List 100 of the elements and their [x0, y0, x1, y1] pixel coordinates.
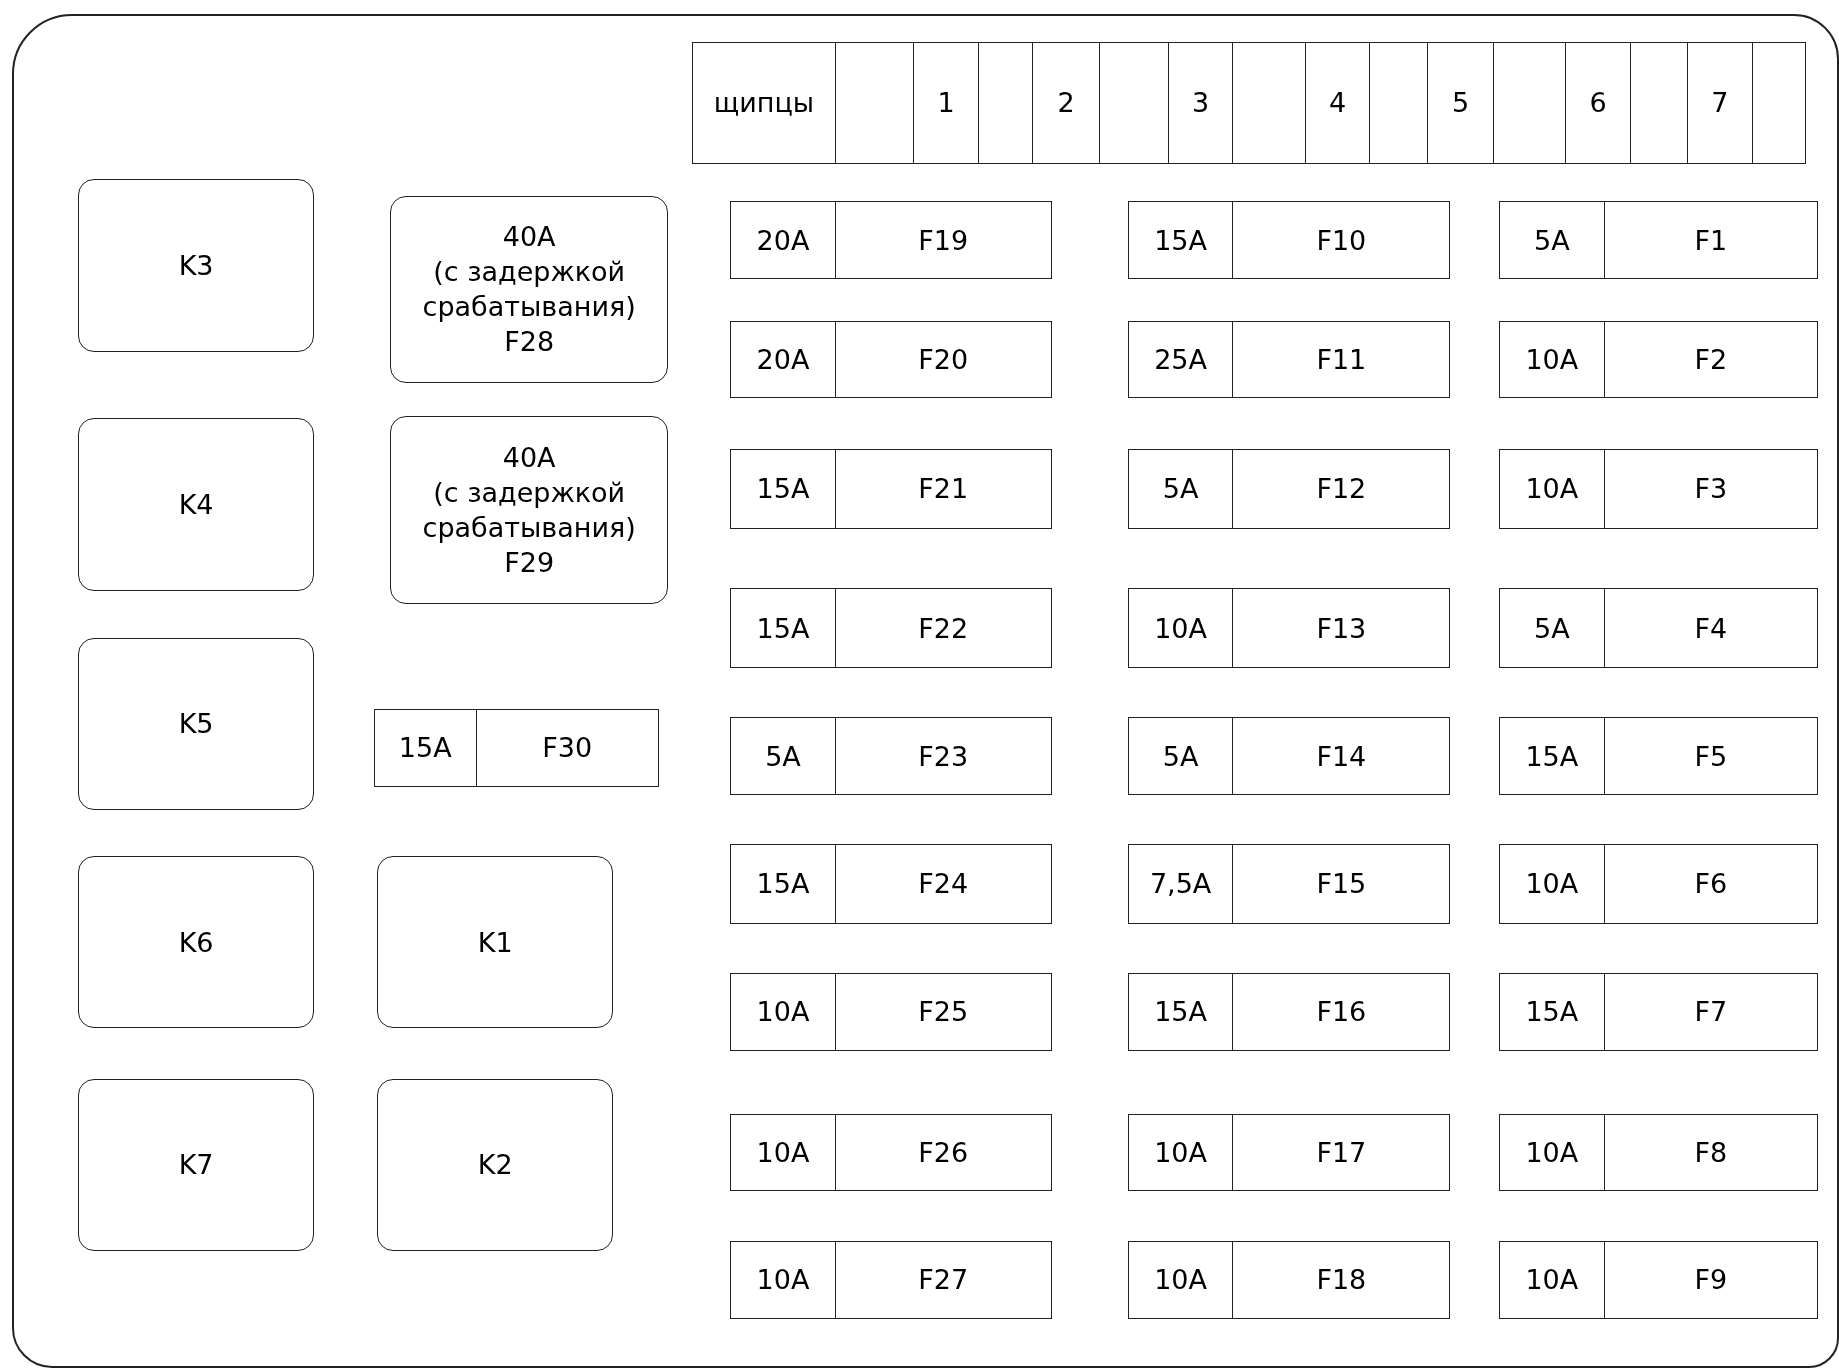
slot-number-cell: 2 — [1032, 42, 1099, 163]
relay-socket — [78, 855, 314, 1029]
current-rating: 15A — [1128, 974, 1234, 1050]
fuse-label: F26 — [917, 1136, 970, 1171]
fuse-slot — [1127, 844, 1451, 924]
fuse-slot — [1498, 321, 1818, 399]
fuse-label: F4 — [1693, 611, 1729, 646]
fuse-slot — [1127, 1240, 1451, 1320]
current-rating: 5A — [1128, 718, 1234, 794]
current-rating: 10A — [731, 1114, 836, 1191]
current-rating: 5A — [731, 718, 836, 794]
fuse-label: F16 — [1315, 995, 1368, 1030]
relay-label: K1 — [477, 926, 513, 958]
fuse-slot — [390, 416, 669, 604]
fuse-slot — [1498, 448, 1818, 529]
slot-number-cell: 1 — [912, 42, 979, 163]
relay-label: K3 — [178, 249, 214, 281]
fuse-label: F13 — [1315, 611, 1368, 646]
fuse-slot — [390, 195, 669, 384]
current-rating: 10A — [731, 1241, 836, 1319]
slot-number-cell: 3 — [1167, 42, 1233, 163]
fuse-label: F22 — [917, 611, 970, 646]
fuse-label: F21 — [917, 472, 970, 507]
fuse-label: F2 — [1693, 343, 1729, 378]
fuse-label: F27 — [917, 1263, 970, 1298]
current-rating: 15A — [731, 589, 836, 668]
fuse-note: (с задержкой срабатывания) — [421, 255, 637, 325]
current-rating: 10A — [1499, 1241, 1606, 1319]
current-rating: 10A — [1499, 322, 1606, 398]
fuse-slot — [1127, 1113, 1451, 1192]
relay-socket — [377, 1078, 613, 1252]
fuse-slot — [730, 844, 1052, 924]
current-rating: 15A — [731, 845, 836, 923]
relay-label: K6 — [178, 926, 214, 958]
fuse-label: F9 — [1693, 1263, 1729, 1298]
current-rating: 5A — [1128, 449, 1234, 528]
fuse-label: F18 — [1315, 1263, 1368, 1298]
fuse-slot — [730, 717, 1052, 795]
fuse-box-outline — [11, 13, 1839, 1368]
fuse-slot — [1498, 1113, 1818, 1192]
current-rating: 20A — [731, 322, 836, 398]
slot-number-cell: 6 — [1564, 42, 1631, 163]
current-rating: 40A — [502, 220, 556, 255]
fuse-label: F19 — [917, 223, 970, 258]
fuse-label: F1 — [1693, 223, 1729, 258]
relay-socket — [377, 855, 613, 1029]
current-rating: 10A — [1499, 845, 1606, 923]
current-rating: 10A — [1499, 449, 1606, 528]
fuse-label: F14 — [1315, 739, 1368, 774]
fuse-label: F12 — [1315, 472, 1368, 507]
fuse-slot — [730, 448, 1052, 529]
fuse-slot — [1498, 844, 1818, 924]
fuse-label: F7 — [1693, 995, 1729, 1030]
fuse-label: F20 — [917, 343, 970, 378]
current-rating: 5A — [1499, 589, 1606, 668]
fuse-slot — [730, 973, 1052, 1051]
fuse-slot — [1498, 717, 1818, 795]
current-rating: 40A — [502, 440, 556, 475]
fuse-slot — [1127, 321, 1451, 399]
relay-label: K7 — [178, 1149, 214, 1181]
fuse-slot — [730, 201, 1052, 279]
relay-socket — [78, 418, 314, 591]
current-rating: 10A — [1128, 1241, 1234, 1319]
fuse-slot — [1127, 588, 1451, 669]
fuse-label: F8 — [1693, 1136, 1729, 1171]
current-rating: 10A — [1499, 1114, 1606, 1191]
fuse-slot — [730, 588, 1052, 669]
fuse-label: F30 — [541, 731, 594, 766]
current-rating: 15A — [731, 449, 836, 528]
fuse-slot — [1498, 201, 1818, 279]
fuse-label: F11 — [1315, 343, 1368, 378]
current-rating: 7,5A — [1128, 845, 1234, 923]
current-rating: 15A — [1499, 718, 1606, 794]
fuse-slot — [373, 709, 659, 787]
fuse-label: F3 — [1693, 472, 1729, 507]
fuse-slot — [730, 321, 1052, 399]
fuse-slot — [1127, 201, 1451, 279]
slot-number-cell: 7 — [1686, 42, 1753, 163]
fuse-label: F17 — [1315, 1136, 1368, 1171]
fuse-label: F23 — [917, 739, 970, 774]
fuse-label: F24 — [917, 867, 970, 902]
current-rating: 20A — [731, 202, 836, 278]
fuse-slot — [1498, 1240, 1818, 1320]
fuse-slot — [1127, 717, 1451, 795]
fuse-slot — [1498, 973, 1818, 1051]
current-rating: 25A — [1128, 322, 1234, 398]
fuse-slot — [1127, 973, 1451, 1051]
header-cell-text: щипцы — [712, 86, 816, 121]
fuse-label: F28 — [504, 325, 555, 360]
fuse-label: F5 — [1693, 739, 1729, 774]
current-rating: 10A — [1128, 589, 1234, 668]
relay-label: K4 — [178, 489, 214, 521]
fuse-slot — [730, 1113, 1052, 1192]
slot-number-cell: 5 — [1426, 42, 1494, 163]
fuse-label: F6 — [1693, 867, 1729, 902]
relay-socket — [78, 637, 314, 811]
fuse-label: F15 — [1315, 867, 1368, 902]
fuse-slot — [1498, 588, 1818, 669]
current-rating: 5A — [1499, 202, 1606, 278]
fuse-label: F10 — [1315, 223, 1368, 258]
